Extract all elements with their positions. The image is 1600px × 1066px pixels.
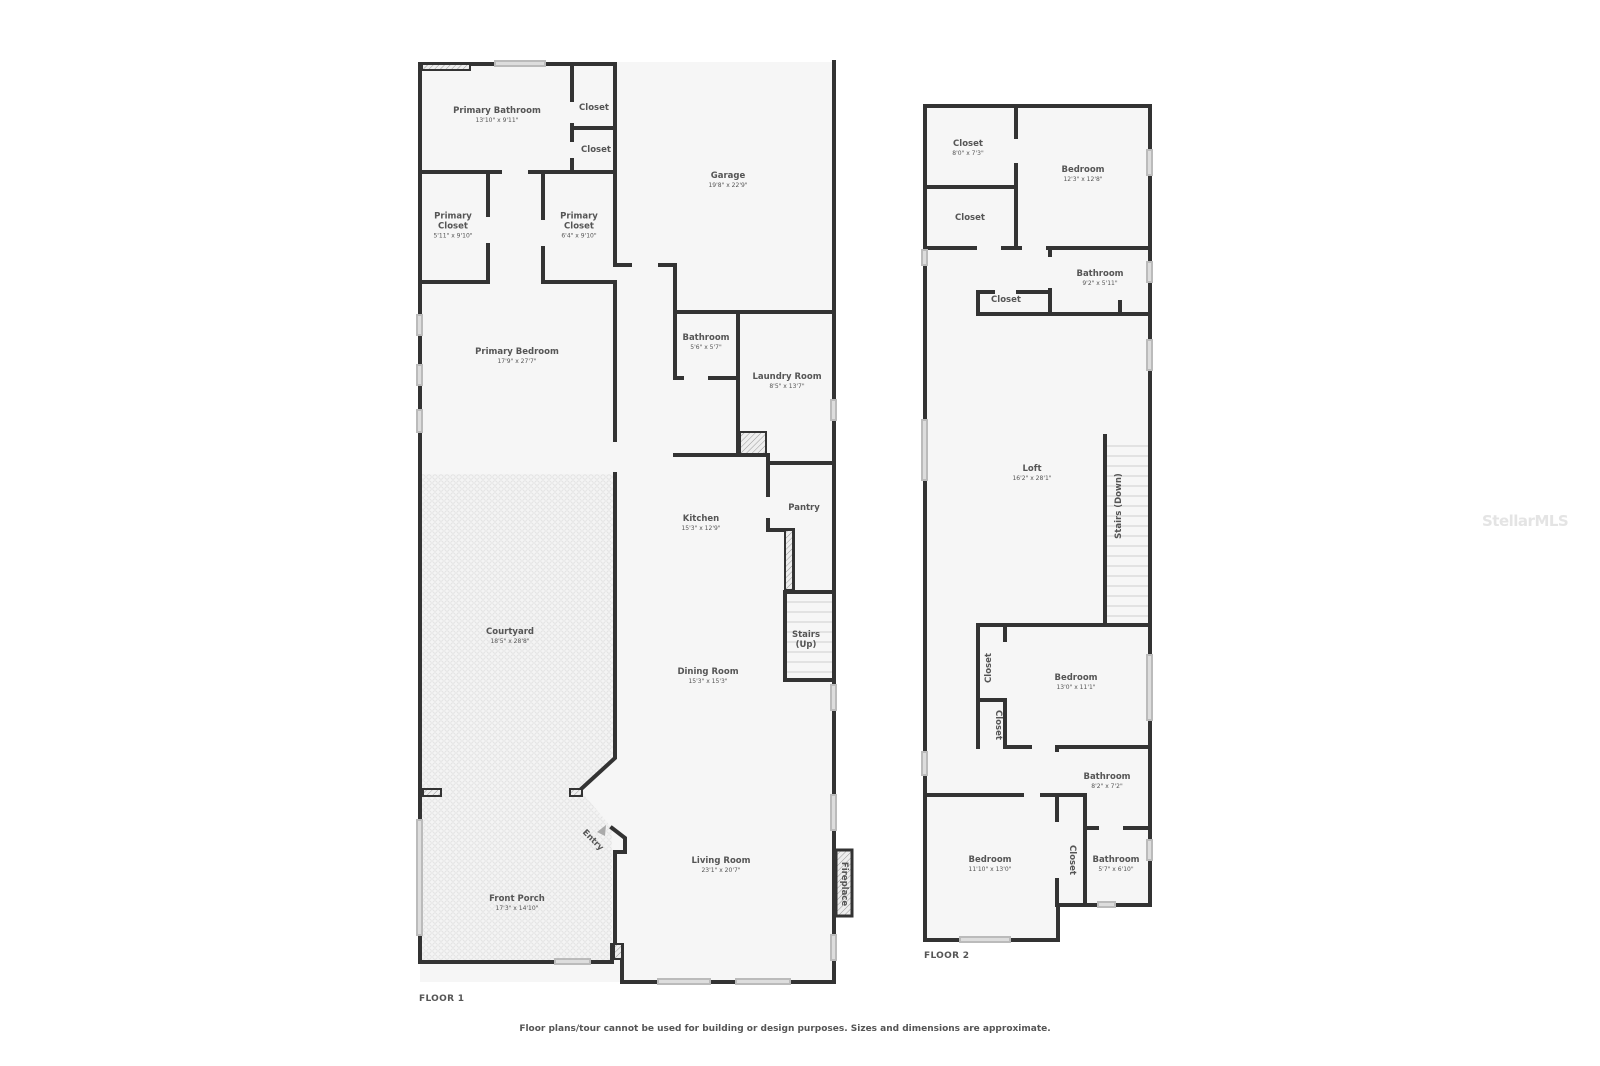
room-name: Bedroom bbox=[1054, 673, 1098, 684]
floor-1-label: FLOOR 1 bbox=[419, 994, 465, 1004]
room-closet: Closet bbox=[581, 145, 611, 156]
room-dimensions: 8'2" x 7'2" bbox=[1091, 782, 1123, 790]
room-name: Stairs (Down) bbox=[1114, 473, 1125, 539]
room-dimensions: 8'5" x 13'7" bbox=[769, 382, 805, 390]
room-closet: Closet bbox=[991, 295, 1021, 306]
room-name: Bathroom bbox=[1092, 855, 1140, 866]
floor-1 bbox=[416, 60, 854, 985]
room-dimensions: 15'3" x 12'9" bbox=[681, 524, 721, 532]
disclaimer-text: Floor plans/tour cannot be used for buil… bbox=[519, 1024, 1051, 1034]
room-name: Closet bbox=[1066, 845, 1077, 875]
room-dimensions: 5'11" x 9'10" bbox=[433, 231, 473, 239]
room-dimensions: 17'3" x 14'10" bbox=[495, 904, 539, 912]
room-dimensions: 5'6" x 5'7" bbox=[690, 343, 722, 351]
room-name: Kitchen bbox=[682, 514, 720, 525]
room-closet: Closet bbox=[955, 213, 985, 224]
room-dimensions: 5'7" x 6'10" bbox=[1098, 865, 1134, 873]
room-dimensions: 6'4" x 9'10" bbox=[561, 231, 597, 239]
room-name: Closet bbox=[955, 213, 985, 224]
room-dimensions: 19'8" x 22'9" bbox=[708, 181, 748, 189]
room-dimensions: 13'10" x 9'11" bbox=[475, 116, 519, 124]
room-name: Dining Room bbox=[677, 667, 739, 678]
room-name: Living Room bbox=[691, 856, 751, 867]
room-name: Bathroom bbox=[1083, 772, 1131, 783]
room-name: Primary Bathroom bbox=[453, 106, 541, 117]
watermark: StellarMLS bbox=[1482, 512, 1569, 530]
room-pantry: Pantry bbox=[788, 503, 820, 514]
room-name: Closet bbox=[953, 139, 983, 150]
room-name: Closet bbox=[992, 710, 1003, 740]
stairs-down: Stairs (Down) bbox=[1114, 473, 1125, 539]
room-dimensions: 11'10" x 13'0" bbox=[968, 865, 1012, 873]
entry-arrow-icon bbox=[597, 825, 606, 836]
room-name: Bathroom bbox=[1076, 269, 1124, 280]
room-name: Primary Bedroom bbox=[475, 347, 559, 358]
stairs-up: Stairs (Up) bbox=[791, 630, 821, 651]
room-closet: Closet bbox=[984, 653, 995, 683]
room-name: Closet bbox=[984, 653, 995, 683]
room-name: Garage bbox=[710, 171, 746, 182]
room-dimensions: 18'5" x 28'8" bbox=[490, 637, 530, 645]
room-closet: Closet bbox=[1066, 845, 1077, 875]
room-dimensions: 13'0" x 11'1" bbox=[1056, 683, 1096, 691]
room-dimensions: 17'9" x 27'7" bbox=[497, 357, 537, 365]
room-name: Pantry bbox=[788, 503, 820, 514]
floor-2-label: FLOOR 2 bbox=[924, 951, 970, 961]
room-name: Closet bbox=[991, 295, 1021, 306]
room-name: Closet bbox=[581, 145, 611, 156]
room-name: Primary Closet bbox=[434, 211, 472, 232]
room-dimensions: 15'3" x 15'3" bbox=[688, 677, 728, 685]
room-name: Primary Closet bbox=[560, 211, 598, 232]
room-name: Courtyard bbox=[486, 627, 534, 638]
room-name: Fireplace bbox=[838, 861, 849, 907]
room-name: Closet bbox=[579, 103, 609, 114]
room-name: Loft bbox=[1022, 464, 1042, 475]
room-dimensions: 23'1" x 20'7" bbox=[701, 866, 741, 874]
room-closet: Closet bbox=[579, 103, 609, 114]
room-name: Stairs (Up) bbox=[791, 630, 821, 650]
room-dimensions: 16'2" x 28'1" bbox=[1012, 474, 1052, 482]
room-name: Front Porch bbox=[489, 894, 545, 905]
room-name: Bedroom bbox=[968, 855, 1012, 866]
room-dimensions: 8'0" x 7'3" bbox=[952, 149, 984, 157]
room-closet: Closet bbox=[992, 710, 1003, 740]
room-dimensions: 12'3" x 12'8" bbox=[1063, 175, 1103, 183]
room-dimensions: 9'2" x 5'11" bbox=[1082, 279, 1118, 287]
floor-2 bbox=[921, 104, 1153, 943]
room-name: Bathroom bbox=[682, 333, 730, 344]
room-name: Laundry Room bbox=[752, 372, 822, 383]
room-name: Bedroom bbox=[1061, 165, 1105, 176]
fireplace-label: Fireplace bbox=[838, 861, 849, 907]
